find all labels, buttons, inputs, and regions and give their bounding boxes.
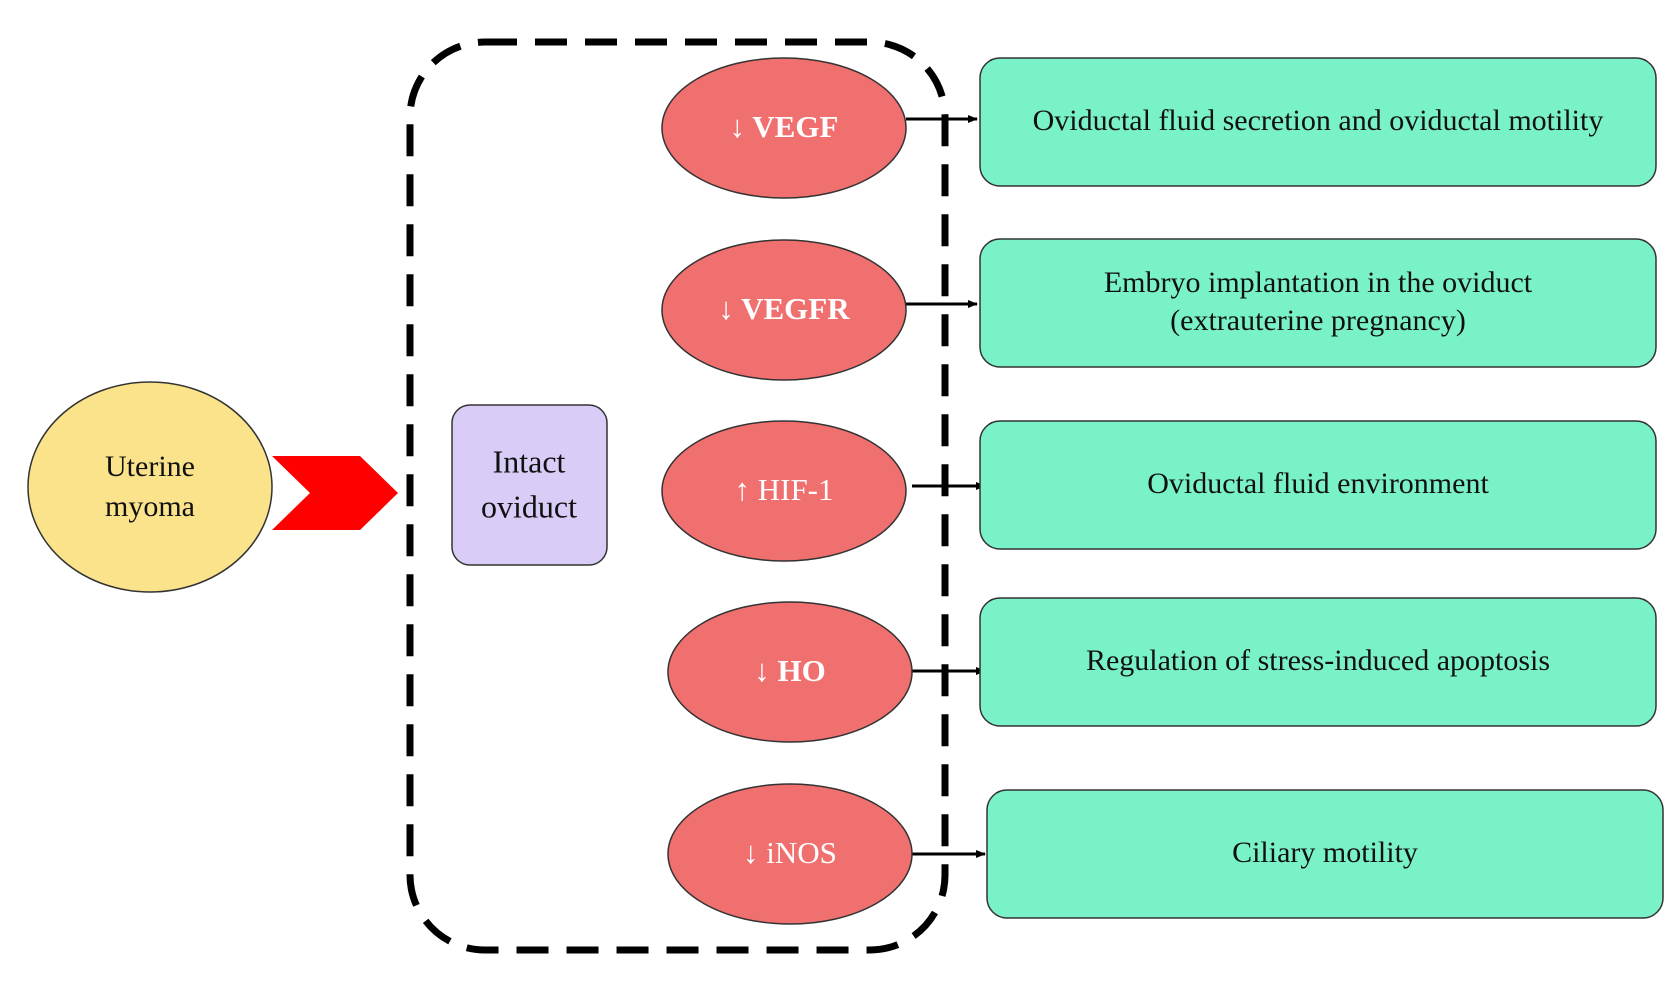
effect-box <box>979 420 1657 550</box>
effect-label: Ciliary motility <box>1232 836 1418 869</box>
effect-label: Oviductal fluid secretion and oviductal … <box>1033 104 1604 137</box>
uterine-myoma-label-line1: Uterine <box>105 450 195 483</box>
connector-arrows <box>906 115 986 858</box>
intact-oviduct-node: Intact oviduct <box>451 404 608 566</box>
uterine-myoma-label-line2: myoma <box>105 490 195 523</box>
factor-label: ↑ HIF-1 <box>734 472 833 507</box>
factor-label: ↓ iNOS <box>743 835 837 870</box>
factor-label: ↓ VEGF <box>730 109 839 144</box>
intact-oviduct-box <box>451 404 608 566</box>
factor-label: ↓ VEGFR <box>718 291 850 326</box>
uterine-myoma-ellipse <box>27 381 273 593</box>
factor-ho: ↓ HO <box>667 601 913 743</box>
effect-ciliary-motility: Ciliary motility <box>986 789 1664 919</box>
effect-stress-apoptosis: Regulation of stress-induced apoptosis <box>979 597 1657 727</box>
factor-oval <box>661 420 907 562</box>
effect-box <box>979 57 1657 187</box>
oviduct-dashed-boundary <box>406 38 949 954</box>
factor-vegf: ↓ VEGF <box>661 57 907 199</box>
effect-box <box>986 789 1664 919</box>
factor-vegfr: ↓ VEGFR <box>661 239 907 381</box>
factor-label: ↓ HO <box>754 653 825 688</box>
effect-label: Regulation of stress-induced apoptosis <box>1086 644 1550 677</box>
factor-inos: ↓ iNOS <box>667 783 913 925</box>
factor-oval <box>661 239 907 381</box>
intact-oviduct-label-line2: oviduct <box>481 488 577 524</box>
factor-oval <box>661 57 907 199</box>
effect-fluid-secretion-motility: Oviductal fluid secretion and oviductal … <box>979 57 1657 187</box>
factor-hif1: ↑ HIF-1 <box>661 420 907 562</box>
uterine-myoma-node: Uterine myoma <box>27 381 273 593</box>
effect-fluid-environment: Oviductal fluid environment <box>979 420 1657 550</box>
effect-label: Oviductal fluid environment <box>1147 467 1489 500</box>
effect-box <box>979 238 1657 368</box>
effect-label-line1: Embryo implantation in the oviduct <box>1104 266 1533 299</box>
effect-label-line2: (extrauterine pregnancy) <box>1170 304 1466 337</box>
intact-oviduct-label-line1: Intact <box>493 443 566 479</box>
red-chevron-arrow-icon <box>272 456 398 530</box>
effect-box <box>979 597 1657 727</box>
effect-embryo-implantation: Embryo implantation in the oviduct (extr… <box>979 238 1657 368</box>
factor-oval <box>667 601 913 743</box>
factor-oval <box>667 783 913 925</box>
